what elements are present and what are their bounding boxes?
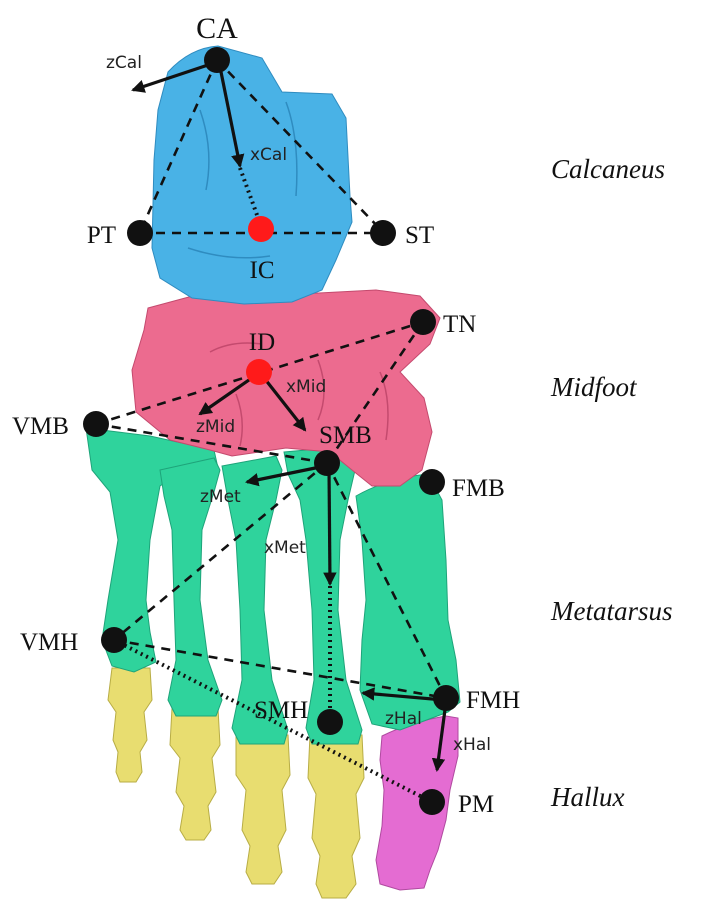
xmet-label: xMet [264,538,306,558]
st-label: ST [405,222,434,249]
tn-label: TN [443,311,476,338]
zmet-label: zMet [200,487,241,507]
region-labels: Calcaneus Midfoot Metatarsus Hallux [550,154,673,812]
metatarsus-label: Metatarsus [550,596,673,626]
vmh-label: VMH [20,629,78,656]
tn-point [410,309,436,335]
ic-point [248,216,274,242]
fmh-point [433,685,459,711]
smb-point [314,450,340,476]
hallux-label: Hallux [550,782,625,812]
ca-point [204,47,230,73]
ic-label: IC [250,257,275,284]
toe-4 [170,708,220,840]
zhal-label: zHal [385,709,422,729]
pt-label: PT [87,222,116,249]
calcaneus-label: Calcaneus [551,154,665,184]
pm-point [419,789,445,815]
toe-5 [108,668,152,782]
st-point [370,220,396,246]
toe-2 [308,735,364,898]
xmid-label: xMid [286,377,326,397]
xcal-label: xCal [250,145,287,165]
fmh-label: FMH [466,687,520,714]
id-label: ID [249,329,275,356]
xhal-label: xHal [453,735,491,755]
toe-3 [236,735,290,884]
id-point [246,359,272,385]
pm-label: PM [458,791,494,818]
zmid-label: zMid [196,417,235,437]
vmb-label: VMB [12,413,69,440]
fmb-label: FMB [452,475,505,502]
zcal-label: zCal [106,53,142,73]
midfoot-label: Midfoot [550,372,638,402]
hallux-bone [376,716,458,890]
vmh-point [101,627,127,653]
smh-label: SMH [254,697,308,724]
pt-point [127,220,153,246]
xmet-arrow [329,468,330,584]
ca-label: CA [196,12,238,45]
smh-point [317,709,343,735]
fmb-point [419,469,445,495]
vmb-point [83,411,109,437]
smb-label: SMB [319,422,372,449]
